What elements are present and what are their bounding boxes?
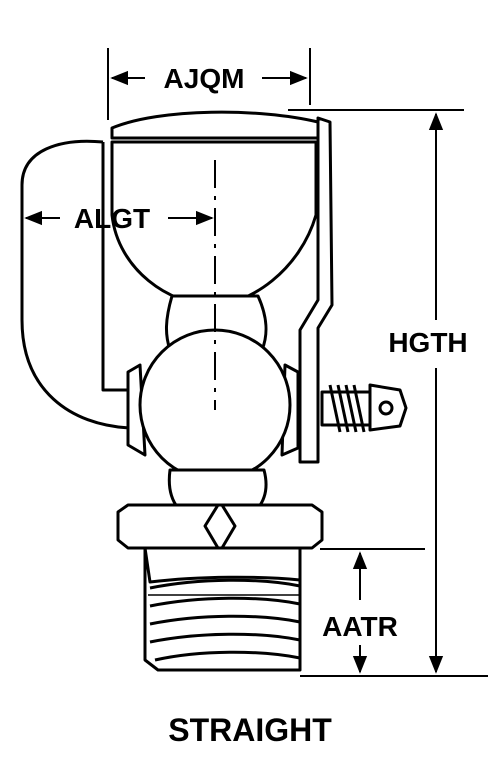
cap-lid	[110, 110, 320, 140]
ajqm-label: AJQM	[164, 63, 245, 94]
ajqm-dimension	[107, 48, 311, 120]
hex-nut	[116, 503, 324, 550]
lower-body	[167, 468, 268, 510]
threads	[148, 578, 301, 662]
hgth-label: HGTH	[388, 327, 467, 358]
grease-fitting-drawing	[20, 110, 408, 672]
algt-label: ALGT	[74, 203, 150, 234]
spring-coil	[320, 384, 377, 433]
diagram-caption: STRAIGHT	[168, 712, 332, 748]
aatr-dimension	[320, 548, 425, 674]
wire-loop	[20, 139, 131, 430]
spring-arm	[298, 116, 334, 464]
aatr-label: AATR	[322, 611, 398, 642]
screw-hole	[378, 400, 394, 416]
hgth-dimension	[288, 109, 488, 677]
